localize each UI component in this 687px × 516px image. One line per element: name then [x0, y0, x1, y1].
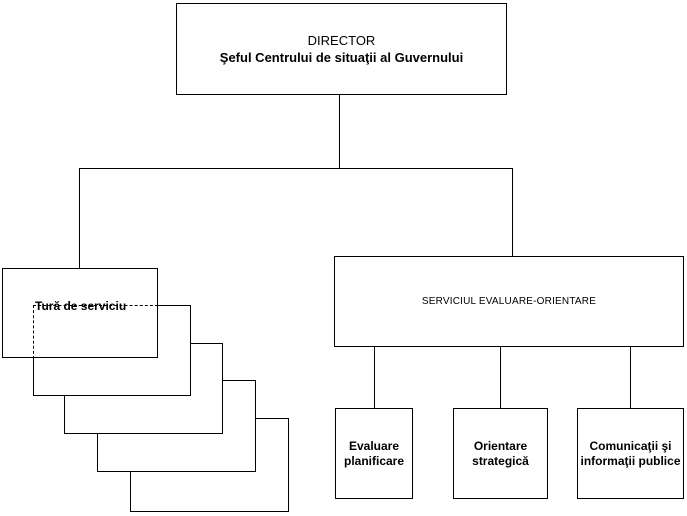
- unit-box-communications: Comunicaţii şi informaţii publice: [577, 408, 684, 499]
- unit-label-strategy: Orientare strategică: [472, 438, 529, 468]
- shift-hidden-edge: [33, 305, 158, 359]
- service-box: SERVICIUL EVALUARE-ORIENTARE: [334, 256, 684, 347]
- top-horizontal-connector: [79, 168, 513, 169]
- service-label: SERVICIUL EVALUARE-ORIENTARE: [421, 296, 597, 307]
- unit-label-evaluation: Evaluare planificare: [343, 438, 405, 468]
- shift-box: Tură de serviciu: [2, 268, 158, 358]
- unit-connector-1: [374, 347, 375, 408]
- director-role: DIRECTOR: [307, 33, 376, 48]
- director-down-connector: [339, 94, 340, 168]
- director-box: DIRECTOR Şeful Centrului de situaţii al …: [176, 3, 507, 95]
- service-connector: [512, 168, 513, 257]
- shift-connector: [79, 168, 80, 269]
- unit-connector-2: [500, 347, 501, 408]
- unit-box-strategy: Orientare strategică: [453, 408, 548, 499]
- unit-box-evaluation: Evaluare planificare: [335, 408, 413, 499]
- shift-label: Tură de serviciu: [35, 299, 127, 313]
- unit-label-communications: Comunicaţii şi informaţii publice: [580, 438, 681, 468]
- unit-connector-3: [630, 347, 631, 408]
- director-name: Şeful Centrului de situaţii al Guvernulu…: [219, 50, 464, 65]
